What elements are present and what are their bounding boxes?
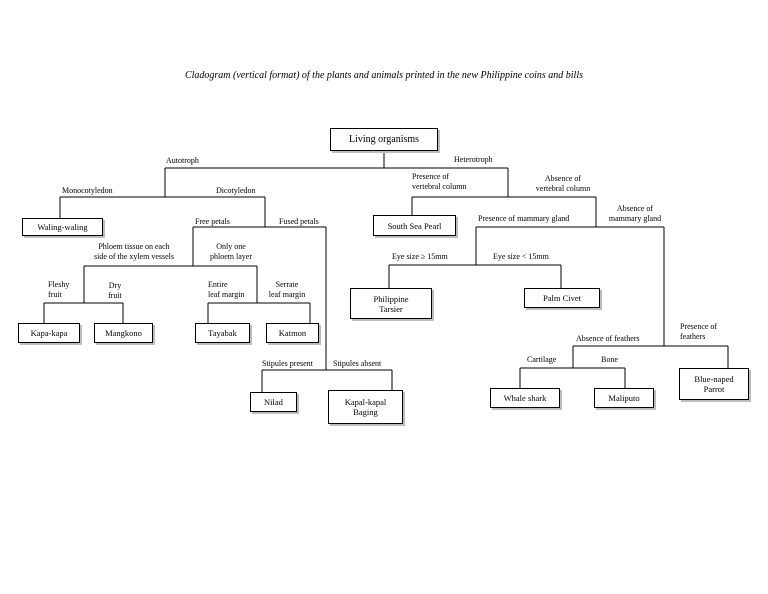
label-fleshy-fruit: Fleshy fruit (48, 280, 70, 299)
label-presence-of-feathers: Presence of feathers (680, 322, 718, 341)
label-absence-of-feathers: Absence of feathers (576, 334, 640, 343)
label-dry-fruit: Dry fruit (108, 281, 122, 300)
node-waling-waling: Waling-waling (22, 218, 103, 236)
label-free-petals: Free petals (195, 217, 230, 226)
label-cartilage: Cartilage (527, 355, 557, 364)
label-phloem-each-side: Phloem tissue on each side of the xylem … (94, 242, 174, 261)
label-monocotyledon: Monocotyledon (62, 186, 113, 195)
diagram-title: Cladogram (vertical format) of the plant… (184, 70, 584, 81)
label-stipules-present: Stipules present (262, 359, 313, 368)
label-eye-size-lt: Eye size < 15mm (493, 252, 549, 261)
node-whale-shark: Whale shark (490, 388, 560, 408)
node-nilad: Nilad (250, 392, 297, 412)
node-katmon: Katmon (266, 323, 319, 343)
node-kapal-kapal-baging: Kapal-kapal Baging (328, 390, 403, 424)
node-living-organisms: Living organisms (330, 128, 438, 151)
label-bone: Bone (601, 355, 618, 364)
node-philippine-tarsier: Philippine Tarsier (350, 288, 432, 319)
label-absence-vertebral-column: Absence of vertebral column (535, 174, 591, 193)
node-maliputo: Maliputo (594, 388, 654, 408)
label-autotroph: Autotroph (166, 156, 199, 165)
node-palm-civet: Palm Civet (524, 288, 600, 308)
node-mangkono: Mangkono (94, 323, 153, 343)
label-presence-vertebral-column: Presence of vertebral column (412, 172, 467, 191)
node-south-sea-pearl: South Sea Pearl (373, 215, 456, 236)
label-heterotroph: Heterotroph (454, 155, 493, 164)
node-kapa-kapa: Kapa-kapa (18, 323, 80, 343)
label-eye-size-ge: Eye size ≥ 15mm (392, 252, 448, 261)
label-fused-petals: Fused petals (279, 217, 319, 226)
label-dicotyledon: Dicotyledon (216, 186, 256, 195)
label-absence-mammary-gland: Absence of mammary gland (608, 204, 662, 223)
label-entire-leaf-margin: Entire leaf margin (208, 280, 245, 299)
label-stipules-absent: Stipules absent (333, 359, 382, 368)
label-only-one-phloem: Only one phloem layer (210, 242, 252, 261)
label-presence-mammary-gland: Presence of mammary gland (478, 214, 570, 223)
node-blue-naped-parrot: Blue-naped Parrot (679, 368, 749, 400)
node-tayabak: Tayabak (195, 323, 250, 343)
label-serrate-leaf-margin: Serrate leaf margin (268, 280, 306, 299)
